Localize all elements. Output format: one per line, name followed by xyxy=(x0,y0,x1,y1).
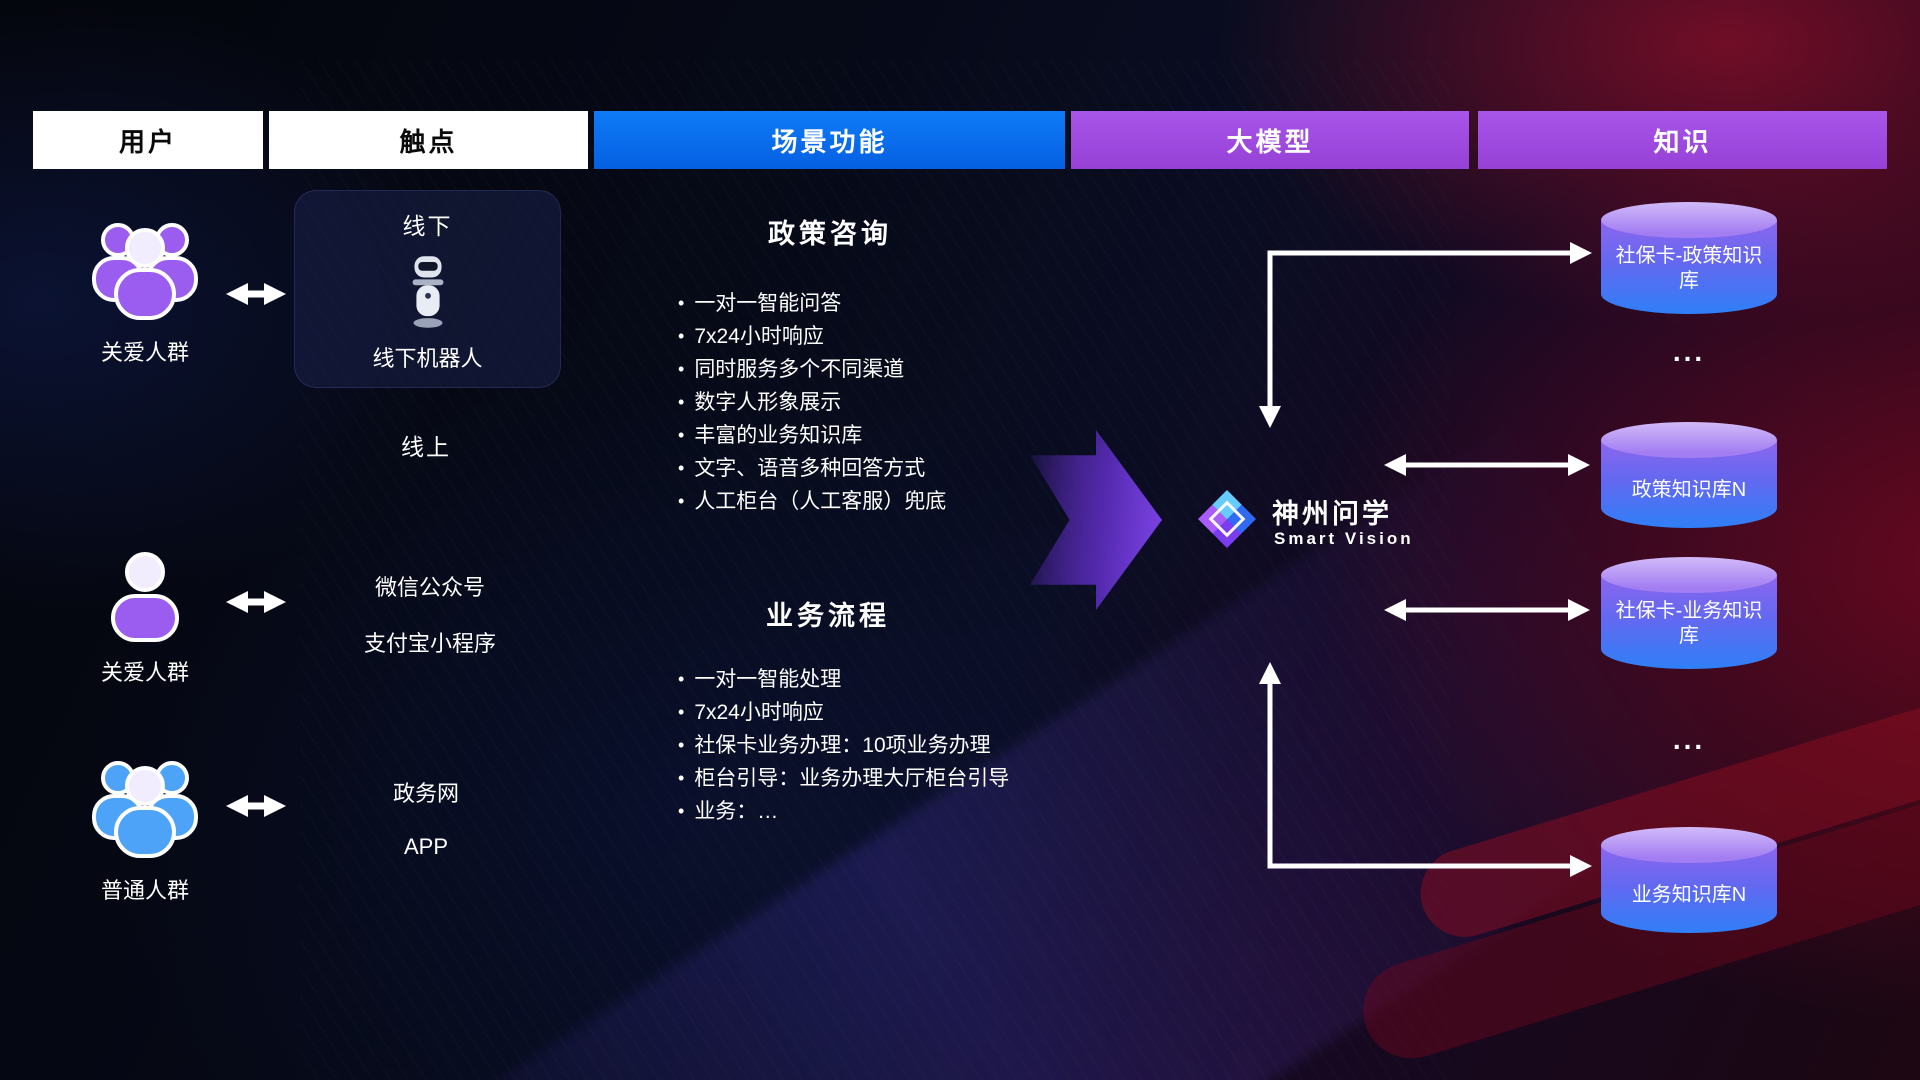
touchpoint-gov-web: 政务网 xyxy=(392,781,459,806)
db-cylinder-cap xyxy=(1601,827,1777,863)
user-group-label: 关爱人群 xyxy=(100,340,189,365)
knowledge-db-policy-n: 政策知识库N xyxy=(1601,422,1777,528)
business-process-bullets: 一对一智能处理 7x24小时响应 社保卡业务办理：10项业务办理 柜台引导：业务… xyxy=(678,669,1108,834)
db-cylinder-cap xyxy=(1601,422,1777,458)
header-knowledge-label: 知识 xyxy=(1653,126,1712,157)
bullet-item: 文字、语音多种回答方式 xyxy=(678,458,1108,480)
bullet-item: 7x24小时响应 xyxy=(678,326,1108,348)
header-users-label: 用户 xyxy=(118,126,177,157)
user-group-care-2: 关爱人群 xyxy=(60,548,230,687)
bullet-item: 数字人形象展示 xyxy=(678,392,1108,414)
knowledge-ellipsis: ... xyxy=(1672,724,1706,755)
bullet-item: 人工柜台（人工客服）兜底 xyxy=(678,491,1108,513)
bullet-item: 一对一智能处理 xyxy=(678,669,1108,691)
section-title-business-process: 业务流程 xyxy=(766,601,890,631)
touchpoint-wechat: 微信公众号 xyxy=(374,575,485,600)
header-users: 用户 xyxy=(33,111,263,169)
knowledge-db-label: 政策知识库N xyxy=(1631,479,1747,501)
bullet-item: 丰富的业务知识库 xyxy=(678,425,1108,447)
header-knowledge: 知识 xyxy=(1478,111,1887,169)
knowledge-db-label: 社保卡-业务知识库 xyxy=(1615,600,1763,647)
bullet-item: 同时服务多个不同渠道 xyxy=(678,359,1108,381)
user-group-label: 普通人群 xyxy=(100,878,189,903)
db-cylinder-cap xyxy=(1601,202,1777,238)
user-group-general: 普通人群 xyxy=(60,750,230,905)
knowledge-db-label: 社保卡-政策知识库 xyxy=(1615,245,1763,292)
offline-robot-card: 线下 线下机器人 xyxy=(294,190,561,388)
robot-icon xyxy=(412,256,443,328)
double-arrow-icon xyxy=(226,283,286,305)
knowledge-ellipsis: ... xyxy=(1672,336,1706,367)
double-arrow-icon xyxy=(226,795,286,817)
header-touchpoints-label: 触点 xyxy=(399,126,458,157)
header-large-model: 大模型 xyxy=(1071,111,1469,169)
logo-inner-diamond xyxy=(1208,500,1246,538)
double-arrow-icon xyxy=(226,591,286,613)
touchpoint-alipay: 支付宝小程序 xyxy=(363,631,496,656)
group-users-icon xyxy=(92,223,198,320)
person-icon xyxy=(111,552,179,642)
offline-robot-label: 线下机器人 xyxy=(372,346,483,371)
bullet-item: 社保卡业务办理：10项业务办理 xyxy=(678,735,1108,757)
online-title: 线上 xyxy=(401,434,451,460)
knowledge-db-policy-social-card: 社保卡-政策知识库 xyxy=(1601,202,1777,314)
touchpoint-app: APP xyxy=(403,834,449,859)
group-users-icon xyxy=(92,761,198,858)
db-cylinder-cap xyxy=(1601,557,1777,593)
header-scenario-label: 场景功能 xyxy=(771,126,888,157)
model-subtitle: Smart Vision xyxy=(1274,529,1414,548)
header-scenario-functions: 场景功能 xyxy=(594,111,1065,169)
bullet-item: 7x24小时响应 xyxy=(678,702,1108,724)
policy-consult-bullets: 一对一智能问答 7x24小时响应 同时服务多个不同渠道 数字人形象展示 丰富的业… xyxy=(678,293,1108,524)
offline-title: 线下 xyxy=(402,213,453,239)
knowledge-db-business-social-card: 社保卡-业务知识库 xyxy=(1601,557,1777,669)
user-group-care-1: 关爱人群 xyxy=(60,212,230,367)
knowledge-db-business-n: 业务知识库N xyxy=(1601,827,1777,933)
bullet-item: 柜台引导：业务办理大厅柜台引导 xyxy=(678,768,1108,790)
user-group-label: 关爱人群 xyxy=(100,660,189,685)
bullet-item: 业务：… xyxy=(678,801,1108,823)
header-model-label: 大模型 xyxy=(1226,126,1314,157)
header-touchpoints: 触点 xyxy=(269,111,588,169)
model-name: 神州问学 xyxy=(1272,499,1392,529)
knowledge-db-label: 业务知识库N xyxy=(1631,884,1747,906)
bullet-item: 一对一智能问答 xyxy=(678,293,1108,315)
section-title-policy-consult: 政策咨询 xyxy=(768,219,892,249)
